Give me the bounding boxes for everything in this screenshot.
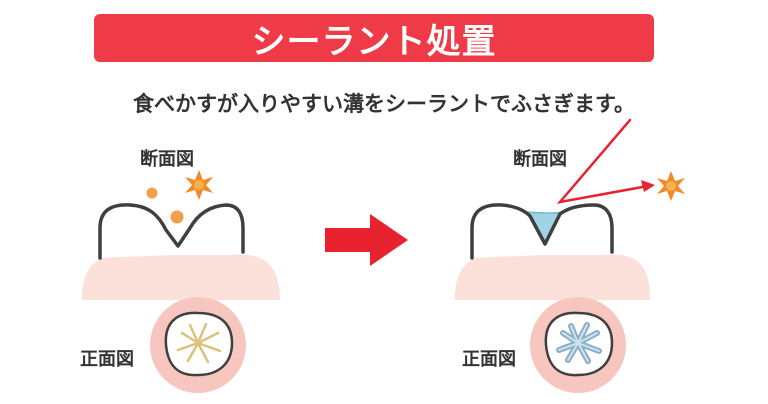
spark-icon (657, 171, 685, 201)
before-cross-section (82, 170, 280, 300)
title-banner: シーラント処置 (94, 14, 654, 62)
food-particle-medium (170, 210, 184, 224)
deflect-arrow-icon (556, 118, 650, 204)
subtitle-text: 食べかすが入りやすい溝をシーラントでふさぎます。 (133, 92, 635, 116)
after-gum (455, 254, 650, 300)
spark-icon (185, 170, 213, 200)
after-front-label: 正面図 (462, 349, 516, 370)
after-cross-section (455, 118, 685, 300)
after-tooth (470, 203, 614, 260)
transition-arrow-icon (325, 214, 408, 266)
before-section-label: 断面図 (140, 149, 194, 170)
before-front-label: 正面図 (80, 349, 134, 370)
title-text: シーラント処置 (251, 21, 497, 62)
before-front-view (150, 297, 246, 393)
before-tooth (98, 203, 245, 260)
after-section-label: 断面図 (513, 149, 567, 170)
after-front-view (530, 297, 626, 393)
food-particle-small (146, 187, 158, 199)
before-fissure-icon (176, 322, 222, 364)
before-gum (82, 254, 280, 300)
